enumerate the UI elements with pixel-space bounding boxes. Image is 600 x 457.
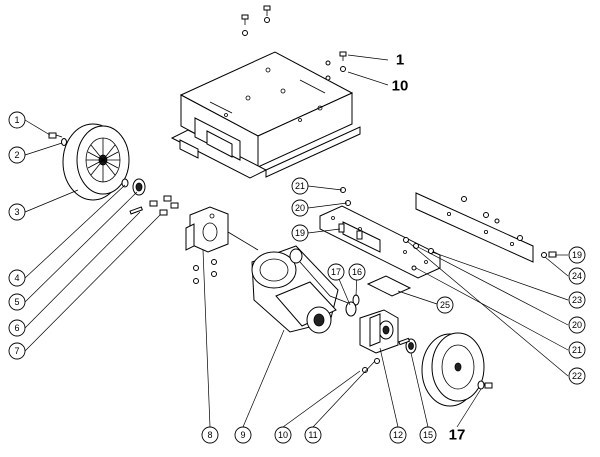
callout-22: 22 [568,367,586,385]
callout-15: 15 [419,426,437,444]
mounting-plate-upper [415,192,534,263]
callout-label: 2 [14,150,19,160]
callout-label: 23 [572,295,582,305]
callout-label: 4 [14,273,19,283]
callout-3: 3 [8,203,26,221]
callout-label: 11 [308,430,317,440]
callout-1: 1 [8,111,26,129]
callout-label: 20 [572,320,582,330]
motor-assembly [251,245,357,334]
callout-21-right: 21 [568,341,586,359]
callout-label: 17 [449,427,466,444]
callout-10-large: 10 [392,78,409,95]
callout-label: 21 [572,345,582,355]
callout-label: 7 [14,346,19,356]
right-wheel [398,332,493,407]
callout-label: 21 [295,181,305,191]
plate-25 [366,275,412,297]
callout-19-right: 19 [568,246,586,264]
callout-17-large: 17 [449,427,466,444]
callout-label: 20 [295,203,305,213]
callout-label: 15 [423,430,433,440]
right-bracket [359,309,399,373]
callout-16: 16 [348,263,366,281]
callout-label: 9 [240,430,245,440]
left-bracket [185,206,259,284]
rail-hardware [338,187,557,271]
callout-24: 24 [568,267,586,285]
callout-label: 1 [14,115,19,125]
callout-label: 25 [440,300,450,310]
callout-label: 12 [393,430,403,440]
callout-label: 10 [392,78,409,95]
callout-label: 1 [396,52,404,69]
callout-11: 11 [304,426,322,444]
mounting-plate-lower [319,205,441,279]
callout-25: 25 [436,296,454,314]
callout-17-small: 17 [327,263,345,281]
callout-6: 6 [8,319,26,337]
callout-label: 17 [331,267,341,277]
callout-label: 24 [572,271,582,281]
callout-1-large: 1 [396,52,404,69]
leader-lines [24,54,569,428]
chassis-frame [170,51,361,179]
callout-label: 19 [572,250,582,260]
callout-5: 5 [8,293,26,311]
callout-4: 4 [8,269,26,287]
callout-label: 22 [572,371,582,381]
callout-20-right: 20 [568,316,586,334]
callout-10: 10 [274,426,292,444]
left-wheel [62,123,130,201]
top-bolts [241,5,347,81]
callout-20-upper: 20 [291,199,309,217]
callout-label: 10 [278,430,288,440]
callout-label: 19 [295,228,305,238]
callout-2: 2 [8,146,26,164]
callout-label: 5 [14,297,19,307]
callout-9: 9 [234,426,252,444]
callout-label: 16 [352,267,362,277]
callout-19-left: 19 [291,224,309,242]
callout-label: 6 [14,323,19,333]
callout-label: 8 [207,430,212,440]
callout-23: 23 [568,291,586,309]
callout-label: 3 [14,207,19,217]
left-wheel-hardware [48,132,179,216]
gearbox-small-parts [345,294,360,317]
callout-21-upper: 21 [291,177,309,195]
callout-8: 8 [201,426,219,444]
callout-7: 7 [8,342,26,360]
callout-12: 12 [389,426,407,444]
